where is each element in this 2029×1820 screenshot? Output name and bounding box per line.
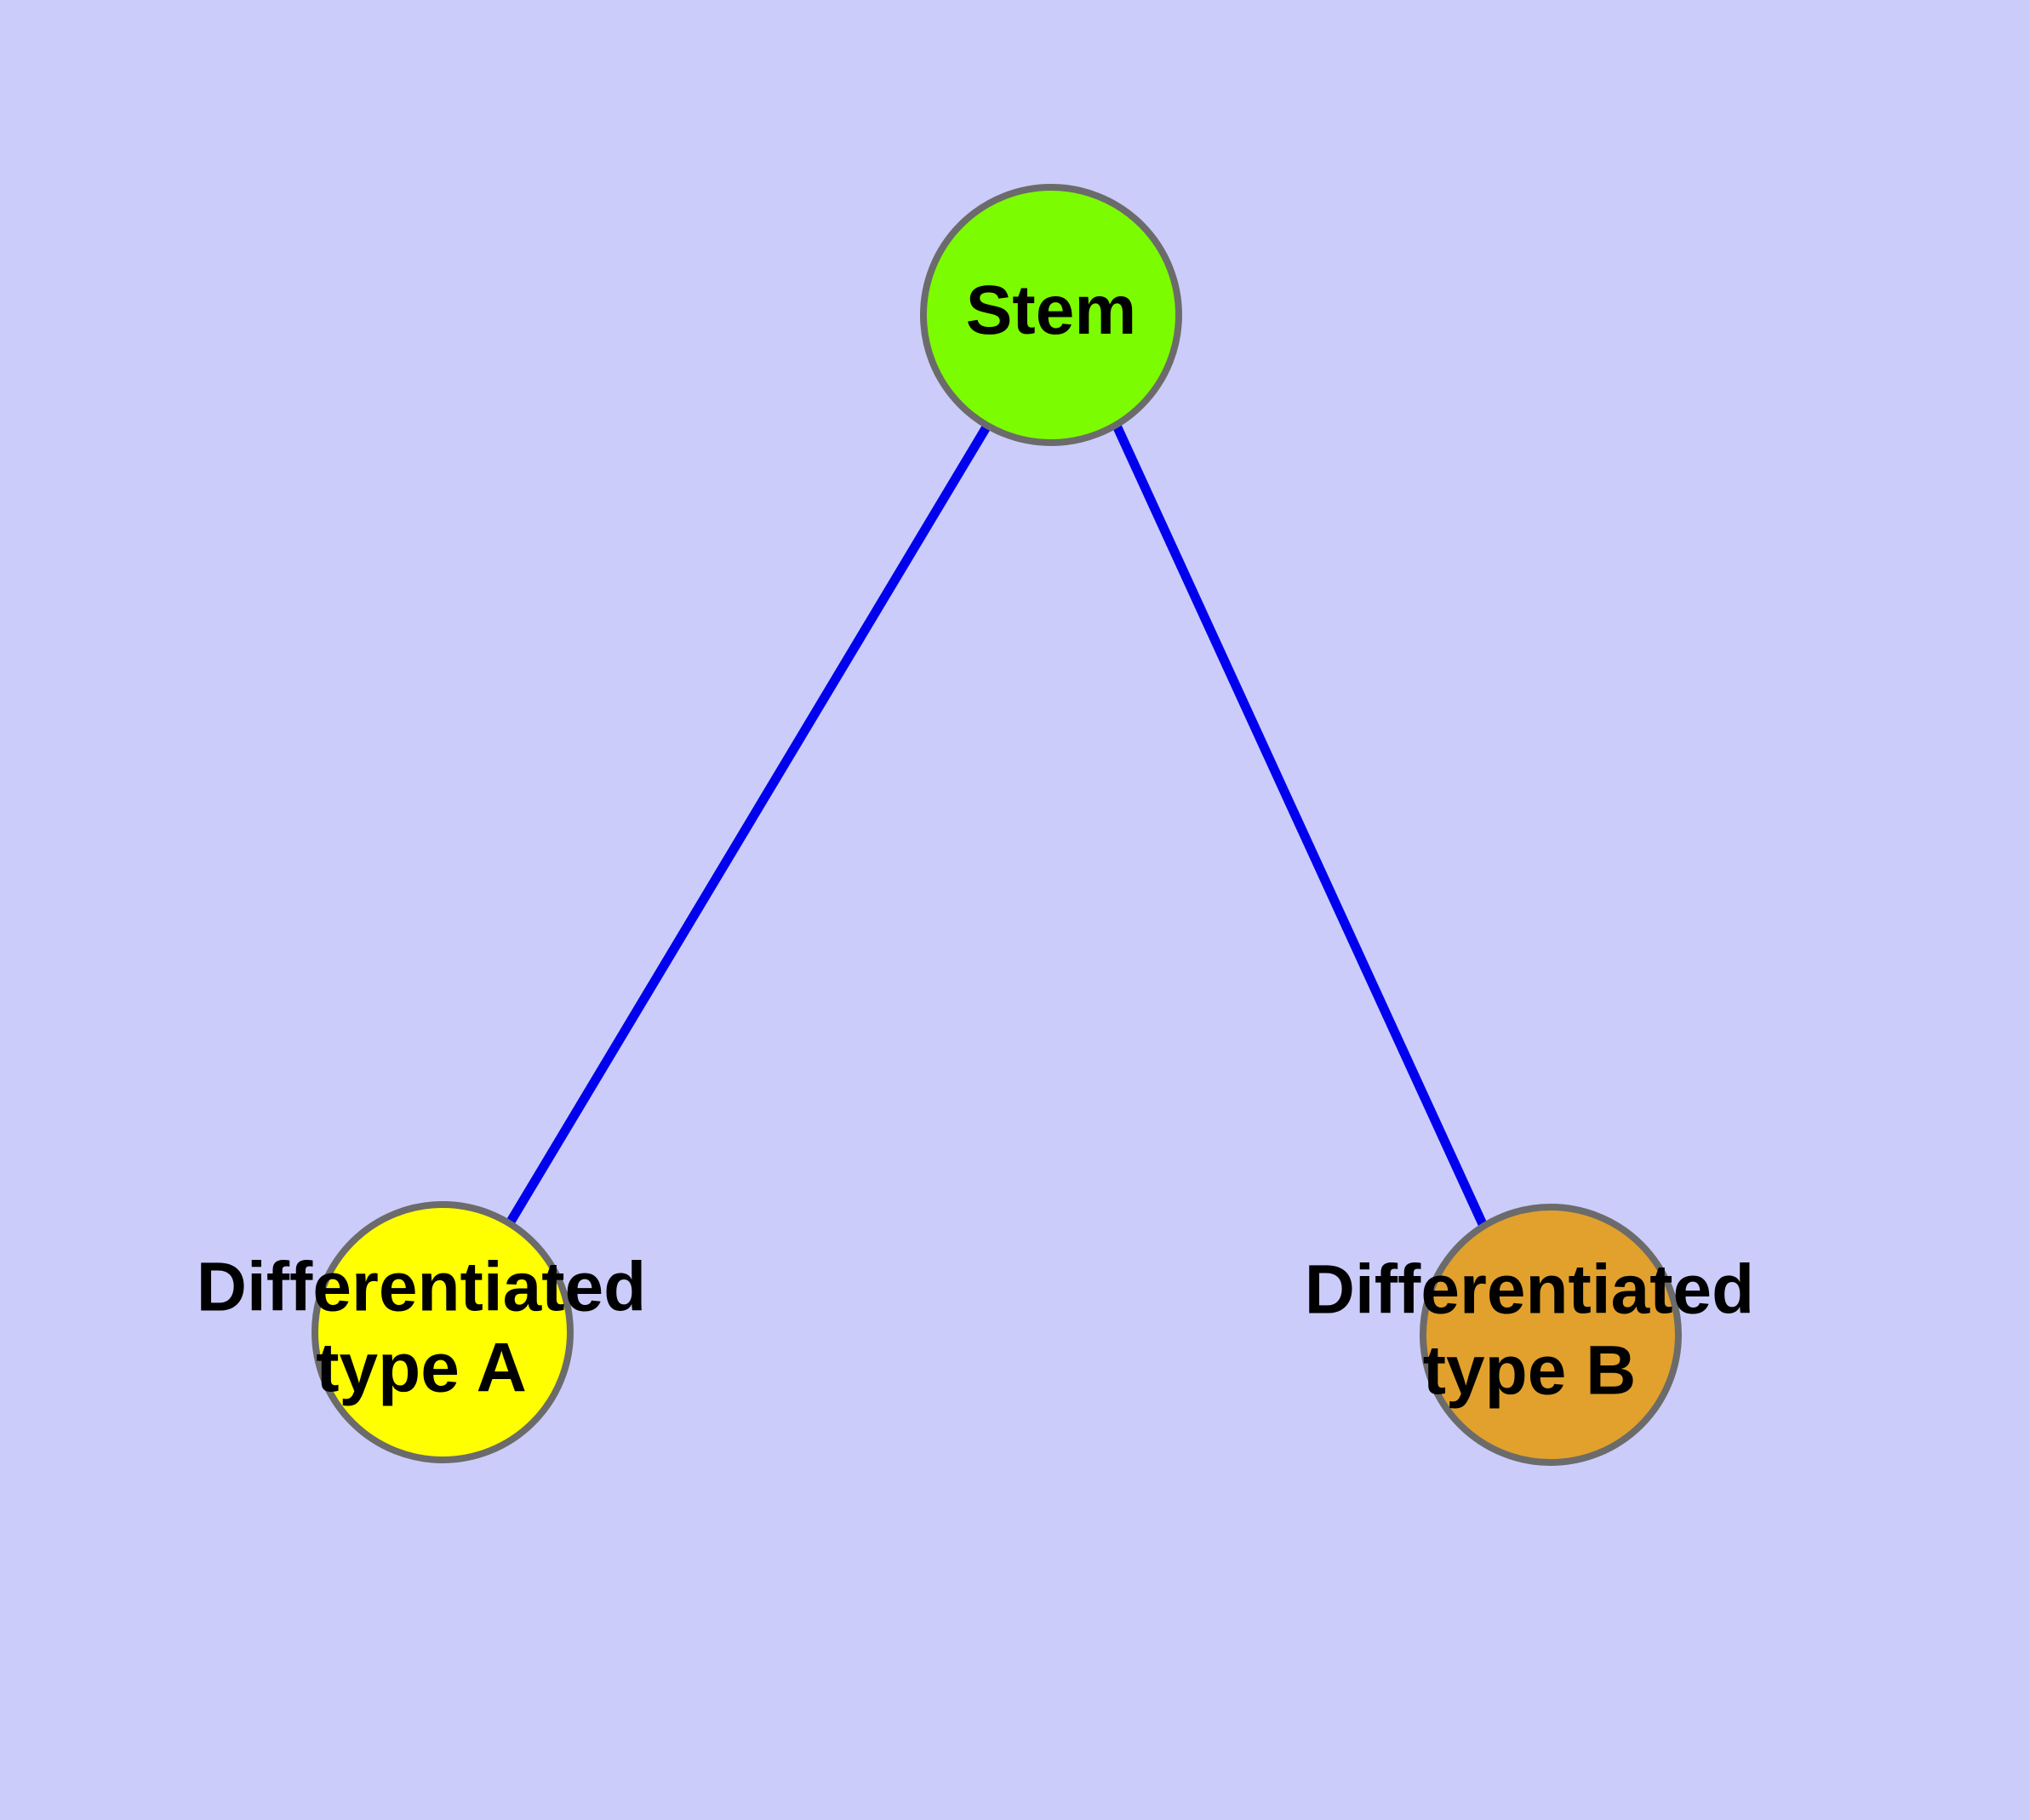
node-label-stem: Stem [966,272,1137,349]
node-label-line: Differentiated [1305,1251,1755,1328]
node-label-line: Stem [966,272,1137,349]
node-circle-diff_a[interactable] [311,1201,574,1463]
node-label-line: type B [1423,1331,1637,1409]
node-circle-stem[interactable] [920,184,1182,446]
node-label-line: type A [316,1329,527,1406]
edge-stem-to-diff-a [506,423,992,1224]
node-circle-diff_b[interactable] [1420,1204,1682,1466]
edges-group [506,423,1487,1227]
node-label-line: Differentiated [197,1248,647,1325]
node-stem[interactable]: Stem [920,184,1182,446]
edge-stem-to-diff-b [1112,423,1487,1227]
